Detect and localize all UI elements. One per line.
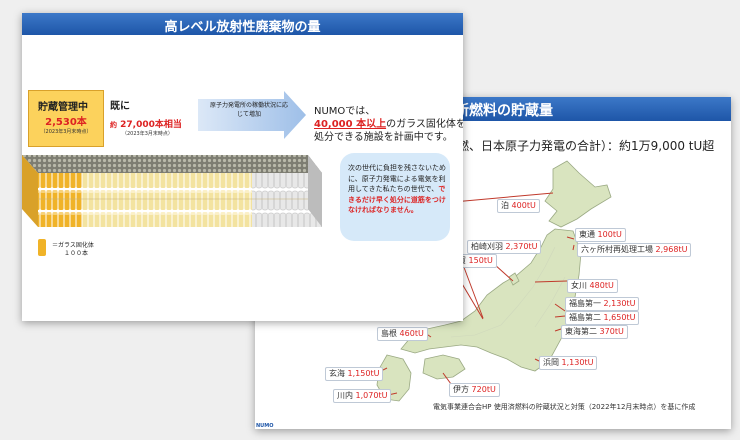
plant-label-ikata: 伊方 720tU — [449, 383, 500, 397]
equivalent-value: 約 27,000本相当 — [110, 120, 182, 130]
plant-label-kashiwazaki: 柏崎刈羽 2,370tU — [467, 240, 542, 254]
arrow-text: 原子力発電所の稼働状況に応じて増加 — [209, 102, 288, 118]
plan-text: NUMOでは、 40,000 本以上のガラス固化体を 処分できる施設を計画中です… — [314, 106, 463, 143]
message-bubble: 次の世代に負担を残さないために、原子力発電による電気を利用してきた私たちの世代で… — [340, 153, 450, 241]
plant-label-fukushima-1: 福島第一 2,130tU — [565, 297, 640, 311]
slide-title: 新燃料の貯蔵量 — [455, 103, 553, 119]
slide-subtitle: 原燃、日本原子力発電の合計）：約1万9,000 tU超 — [445, 139, 715, 153]
canister-field — [22, 155, 322, 227]
plant-label-tomari: 泊 400tU — [497, 199, 540, 213]
canister-legend-icon — [38, 239, 46, 256]
numo-mark: NUMO — [256, 423, 274, 429]
plant-label-genkai: 玄海 1,150tU — [325, 367, 384, 381]
title-band: 高レベル放射性廃棄物の量 — [22, 13, 463, 35]
stored-box: 貯蔵管理中 2,530本 （2023年3月末時点） — [28, 90, 104, 147]
equivalent-note: （2023年3月末時点） — [122, 131, 173, 137]
stored-label: 貯蔵管理中 — [38, 102, 88, 113]
stored-value: 2,530本 — [45, 117, 87, 128]
slide-title: 高レベル放射性廃棄物の量 — [164, 20, 321, 35]
bubble-text: 次の世代に負担を残さないために、原子力発電による電気を利用してきた私たちの世代で… — [348, 164, 446, 214]
plant-label-rokkasho: 六ヶ所村再処理工場 2,968tU — [577, 243, 692, 257]
stored-note: （2023年3月末時点） — [40, 129, 92, 135]
plant-label-hamaoka: 浜岡 1,130tU — [539, 356, 598, 370]
already-label: 既に — [110, 101, 130, 112]
increase-arrow — [198, 91, 306, 139]
plant-label-sendai: 川内 1,070tU — [333, 389, 392, 403]
source-credit: 電気事業連合会HP 使用済燃料の貯蔵状況と対策（2022年12月末時点）を基に作… — [433, 403, 696, 411]
plant-label-onagawa: 女川 480tU — [567, 279, 618, 293]
plant-label-tokai-2: 東海第二 370tU — [561, 325, 628, 339]
plant-label-higashidori: 東通 100tU — [575, 228, 626, 242]
plant-label-shimane: 島根 460tU — [377, 327, 428, 341]
hlw-slide: 高レベル放射性廃棄物の量 貯蔵管理中 2,530本 （2023年3月末時点） 既… — [22, 13, 463, 321]
canister-legend: ＝ガラス固化体 １００本 — [52, 242, 94, 257]
plant-label-fukushima-2: 福島第二 1,650tU — [565, 311, 640, 325]
